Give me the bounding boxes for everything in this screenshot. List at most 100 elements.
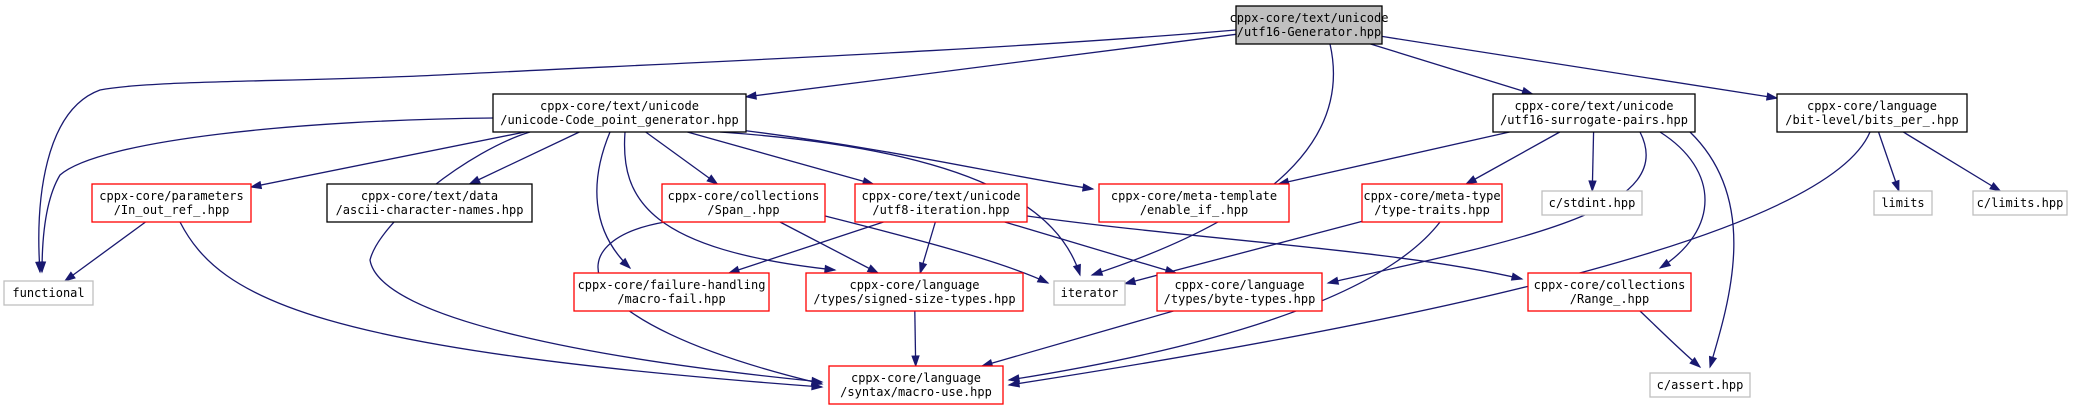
node-label-line: functional — [12, 286, 84, 300]
node-box — [91, 183, 252, 223]
node-surrogate[interactable]: cppx-core/text/unicode/utf16-surrogate-p… — [1492, 93, 1696, 133]
node-box — [1492, 93, 1696, 133]
edge-arrowhead — [1072, 263, 1081, 277]
node-functional: functional — [3, 280, 94, 306]
node-label-line: /syntax/macro-use.hpp — [840, 385, 992, 399]
node-label-line: iterator — [1061, 286, 1119, 300]
node-label-line: /types/byte-types.hpp — [1164, 292, 1316, 306]
node-asciinames[interactable]: cppx-core/text/data/ascii-character-name… — [326, 183, 533, 223]
edge-cpgen-to-utf8iter — [687, 131, 875, 186]
edge-arrowhead — [706, 174, 719, 185]
edge-utf16gen-to-bitsper — [1381, 35, 1779, 101]
edge-surrogate-to-range — [1658, 131, 1706, 269]
edge-line — [1659, 131, 1706, 269]
edge-line — [1902, 131, 2001, 192]
edge-cpgen-to-inoutref — [249, 131, 526, 190]
node-bitsper[interactable]: cppx-core/language/bit-level/bits_per_.h… — [1776, 93, 1968, 133]
node-typetraits[interactable]: cppx-core/meta-type/type-traits.hpp — [1361, 183, 1503, 223]
node-label-line: cppx-core/meta-type — [1363, 189, 1500, 203]
edge-arrowhead — [919, 261, 928, 275]
node-signedsize[interactable]: cppx-core/language/types/signed-size-typ… — [805, 272, 1024, 312]
edge-typetraits-to-macrouse — [1007, 221, 1441, 383]
node-bytetypes[interactable]: cppx-core/language/types/byte-types.hpp — [1156, 272, 1323, 312]
edge-arrowhead — [1765, 92, 1779, 101]
edge-line — [1091, 43, 1335, 276]
edge-cpgen-to-span — [645, 131, 719, 185]
node-label-line: cppx-core/text/data — [361, 189, 498, 203]
edge-utf16gen-to-iterator — [1090, 43, 1335, 276]
node-label-line: cppx-core/text/unicode — [540, 99, 699, 113]
node-climits: c/limits.hpp — [1972, 190, 2068, 216]
edge-utf16gen-to-surrogate — [1370, 43, 1534, 95]
node-label-line: /utf8-iteration.hpp — [872, 203, 1009, 217]
node-box — [828, 365, 1004, 405]
node-label-line: cppx-core/collections — [1534, 278, 1686, 292]
node-box — [1235, 5, 1383, 45]
edge-arrowhead — [619, 257, 632, 270]
node-label-line: c/assert.hpp — [1657, 378, 1744, 392]
edge-arrowhead — [1007, 374, 1021, 383]
node-label-line: /utf16-Generator.hpp — [1237, 25, 1382, 39]
edge-line — [1639, 310, 1701, 368]
edge-line — [41, 117, 494, 273]
node-range[interactable]: cppx-core/collections/Range_.hpp — [1527, 272, 1692, 312]
edge-arrowhead — [1658, 258, 1672, 269]
edge-arrowhead — [1689, 356, 1702, 368]
edge-line — [1689, 131, 1735, 368]
node-label-line: /Span_.hpp — [707, 203, 779, 217]
edge-line — [1004, 221, 1176, 274]
node-box — [492, 93, 747, 133]
node-label-line: cppx-core/language — [849, 278, 979, 292]
edge-line — [779, 221, 879, 274]
edge-arrowhead — [1036, 274, 1050, 284]
node-utf8iter[interactable]: cppx-core/text/unicode/utf8-iteration.hp… — [854, 183, 1028, 223]
node-cassert: c/assert.hpp — [1649, 372, 1751, 398]
edge-line — [38, 29, 1237, 273]
node-iterator: iterator — [1053, 280, 1126, 306]
edge-utf16gen-to-functional — [35, 29, 1237, 274]
node-box — [1972, 190, 2068, 216]
node-inoutref[interactable]: cppx-core/parameters/In_out_ref_.hpp — [91, 183, 252, 223]
edge-bitsper-to-macrouse — [1007, 131, 1871, 388]
node-box — [1098, 183, 1290, 223]
edge-line — [1278, 131, 1510, 185]
node-box — [1361, 183, 1503, 223]
node-box — [1053, 280, 1126, 306]
edge-line — [824, 215, 1049, 284]
edge-bitsper-to-climits — [1902, 131, 2002, 192]
node-label-line: c/limits.hpp — [1977, 196, 2064, 210]
node-macrouse[interactable]: cppx-core/language/syntax/macro-use.hpp — [828, 365, 1004, 405]
edge-cpgen-to-macrofail — [596, 131, 632, 270]
edge-line — [728, 221, 884, 274]
node-label-line: /unicode-Code_point_generator.hpp — [500, 113, 738, 127]
node-box — [326, 183, 533, 223]
edge-line — [64, 221, 146, 282]
edge-surrogate-to-cassert — [1689, 131, 1735, 369]
node-label-line: /ascii-character-names.hpp — [336, 203, 524, 217]
edge-bytetypes-to-macrouse — [980, 310, 1174, 368]
edge-line — [1465, 131, 1561, 185]
node-label-line: cppx-core/text/unicode — [1515, 99, 1674, 113]
node-enableif[interactable]: cppx-core/meta-template/enable_if_.hpp — [1098, 183, 1290, 223]
edge-cpgen-to-asciinames — [468, 131, 580, 185]
node-cpgen[interactable]: cppx-core/text/unicode/unicode-Code_poin… — [492, 93, 747, 133]
edge-arrowhead — [866, 264, 880, 274]
node-box — [805, 272, 1024, 312]
node-box — [1873, 190, 1933, 216]
node-cstdint: c/stdint.hpp — [1541, 190, 1643, 216]
node-label-line: limits — [1881, 196, 1924, 210]
node-utf16gen[interactable]: cppx-core/text/unicode/utf16-Generator.h… — [1230, 5, 1389, 45]
edge-line — [250, 131, 526, 188]
node-label-line: /type-traits.hpp — [1374, 203, 1490, 217]
node-box — [1156, 272, 1323, 312]
node-label-line: cppx-core/language — [851, 371, 981, 385]
edge-arrowhead — [1510, 272, 1524, 281]
edge-surrogate-to-bytetypes — [1326, 131, 1647, 285]
node-span[interactable]: cppx-core/collections/Span_.hpp — [661, 183, 826, 223]
node-macrofail[interactable]: cppx-core/failure-handling/macro-fail.hp… — [573, 272, 770, 312]
edge-utf16gen-to-cpgen — [744, 33, 1237, 100]
edge-line — [1008, 221, 1441, 381]
node-label-line: /types/signed-size-types.hpp — [813, 292, 1015, 306]
edge-line — [469, 131, 580, 185]
